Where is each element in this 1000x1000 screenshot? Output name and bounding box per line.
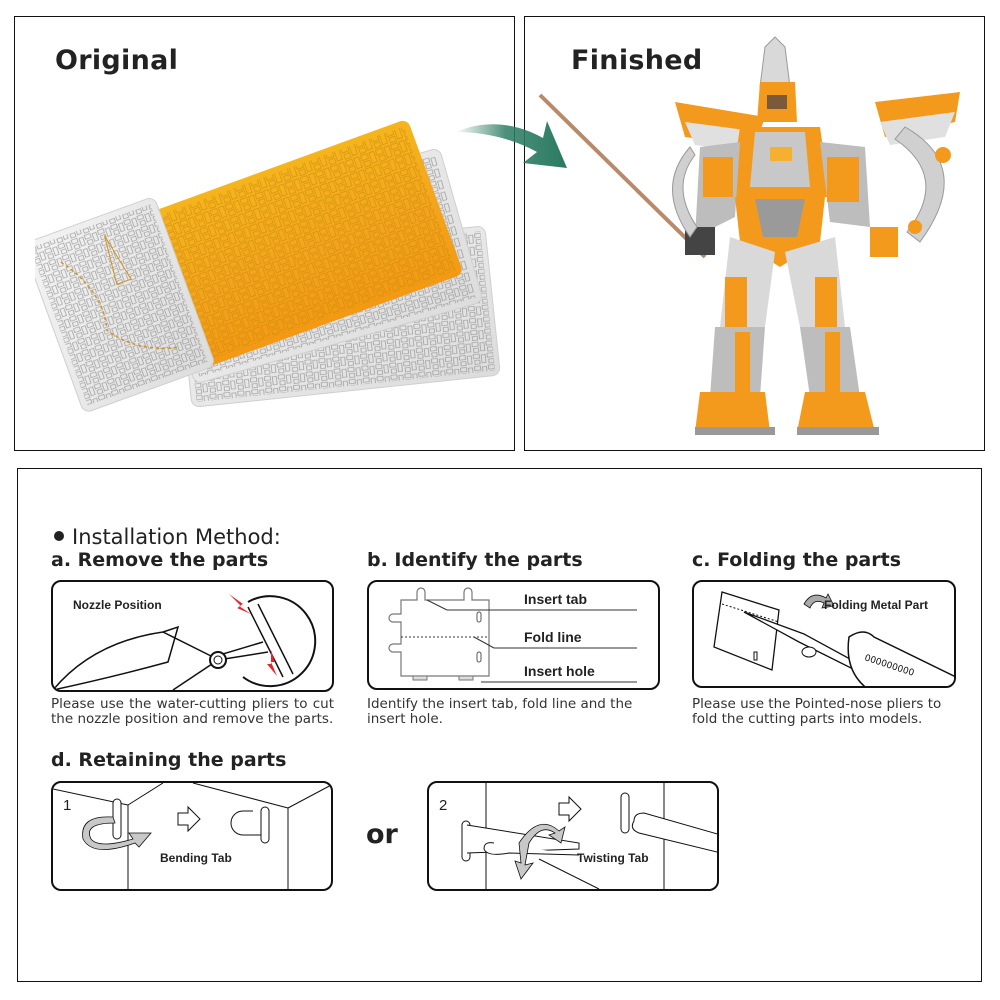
option-2-number: 2 (439, 797, 448, 814)
finished-panel: Finished (524, 16, 985, 451)
folding-metal-part-label: Folding Metal Part (824, 598, 929, 612)
metal-sheets-image (35, 120, 501, 412)
pointed-pliers-folding-icon: 000000000 (713, 591, 954, 686)
insert-hole-label: Insert hole (524, 663, 595, 679)
twisting-tab-label: Twisting Tab (577, 851, 649, 865)
step-a-description: Please use the water-cutting pliers to c… (51, 696, 334, 727)
nozzle-position-label: Nozzle Position (73, 598, 162, 612)
installation-panel: Installation Method: a. Remove the parts… (17, 468, 982, 982)
step-c-illustration: 000000000 Folding Metal Part (692, 580, 956, 688)
bending-tab-label: Bending Tab (160, 851, 232, 865)
step-d-option-1-illustration: 1 Bending Tab (51, 781, 333, 891)
option-1-number: 1 (63, 797, 72, 814)
step-a-illustration: Nozzle Position (51, 580, 334, 692)
pliers-cutting-icon (53, 594, 317, 690)
step-c-description: Please use the Pointed-nose pliers to fo… (692, 696, 942, 727)
step-b-description: Identify the insert tab, fold line and t… (367, 696, 633, 727)
insert-tab-label: Insert tab (524, 591, 588, 607)
transform-arrow-icon (455, 121, 567, 168)
step-d-option-2-illustration: 2 Twisting Tab (427, 781, 719, 891)
bending-tab-icon (53, 783, 331, 889)
fold-line-label: Fold line (524, 629, 582, 645)
step-a-title: a. Remove the parts (51, 549, 269, 571)
original-title: Original (55, 45, 179, 76)
step-b-illustration: Insert tab Fold line Insert hole (367, 580, 660, 690)
original-panel: Original (14, 16, 515, 451)
step-d-title: d. Retaining the parts (51, 749, 287, 771)
bullet-icon (54, 531, 64, 541)
or-separator: or (366, 819, 398, 850)
part-diagram-icon (388, 587, 637, 683)
installation-heading: Installation Method: (54, 525, 281, 549)
step-c-title: c. Folding the parts (692, 549, 902, 571)
robot-model-image (538, 36, 960, 435)
step-b-title: b. Identify the parts (367, 549, 583, 571)
twisting-tab-icon (461, 783, 717, 889)
finished-title: Finished (571, 45, 703, 76)
